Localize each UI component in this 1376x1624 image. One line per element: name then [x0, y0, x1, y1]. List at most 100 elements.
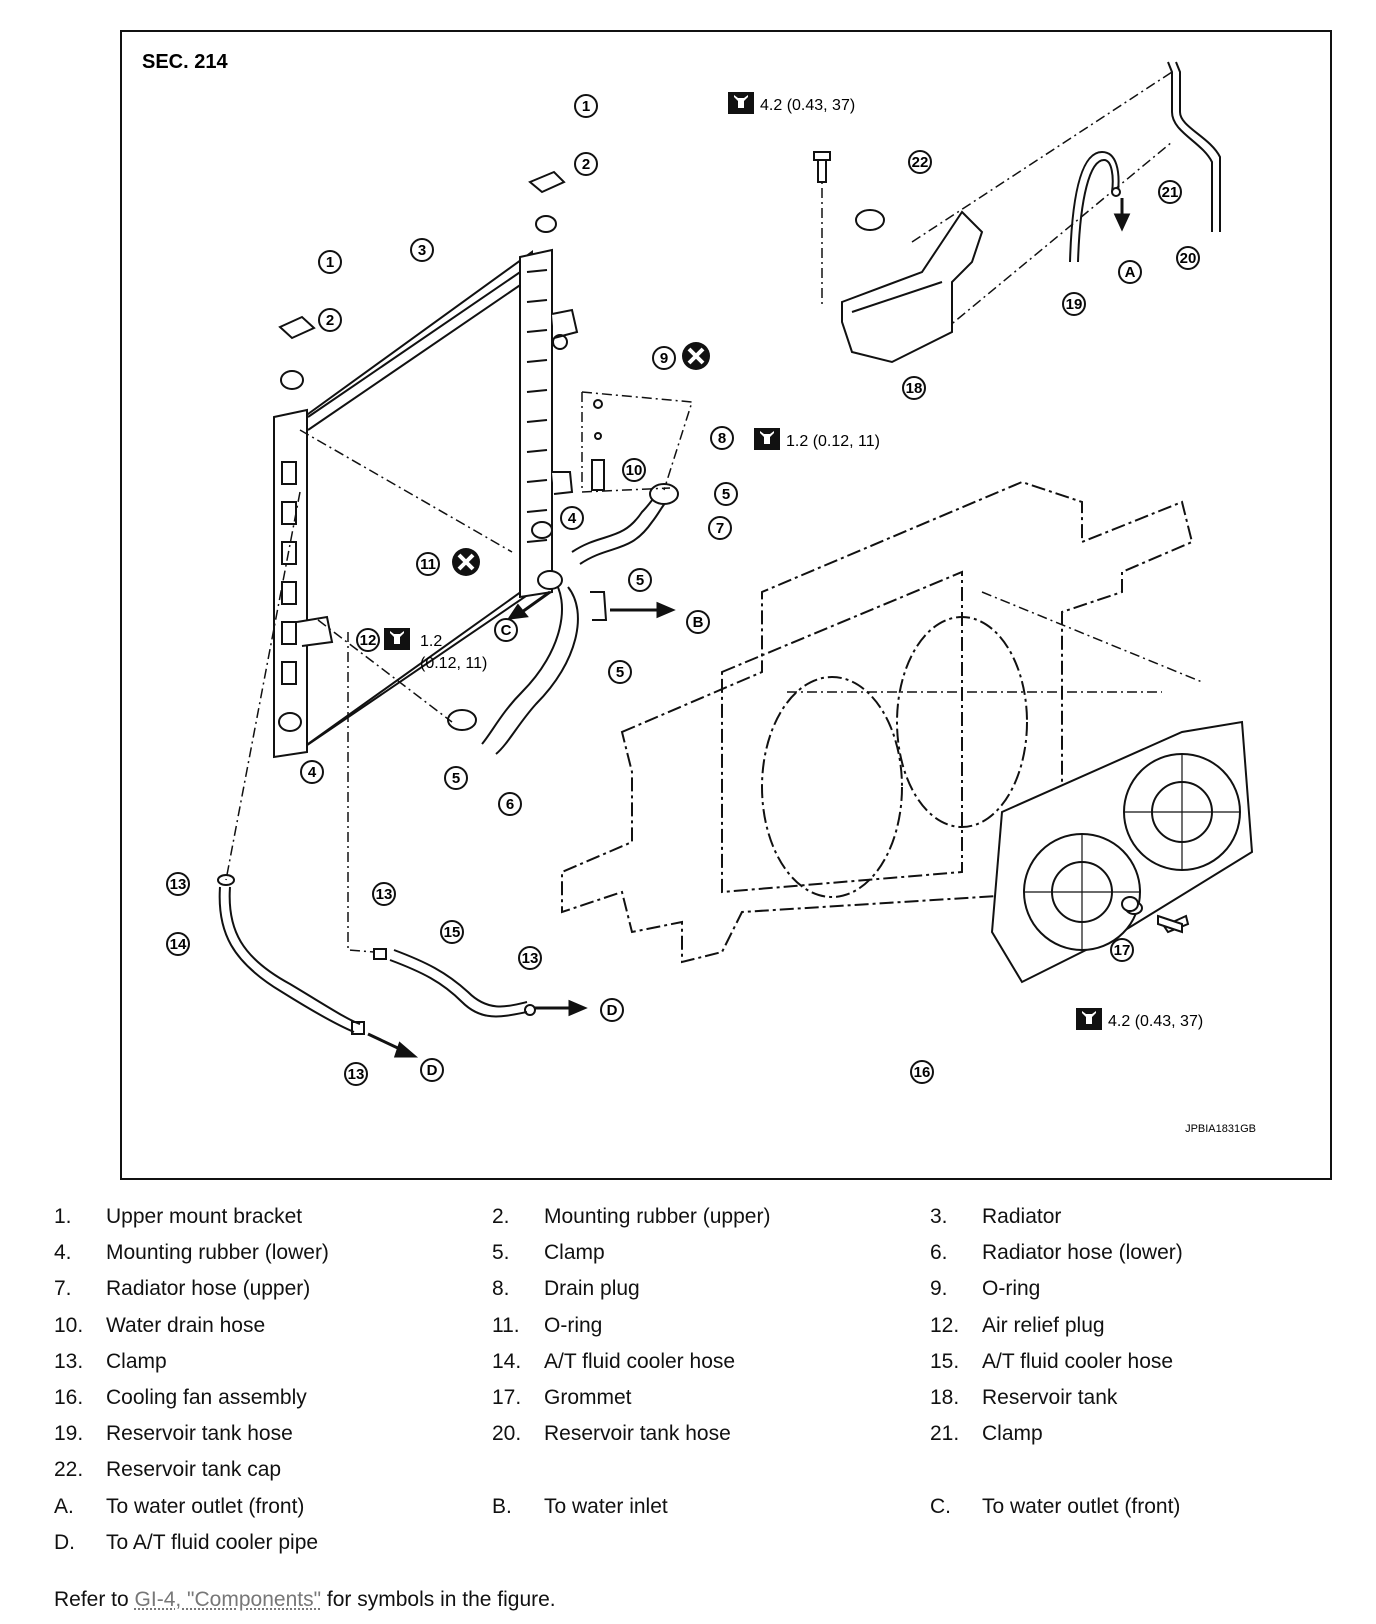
footer-suffix: for symbols in the figure.: [321, 1588, 556, 1611]
legend-item-number: 15.: [930, 1349, 960, 1373]
callout-C: C: [494, 618, 518, 642]
callout-5c: 5: [608, 660, 632, 684]
components-link[interactable]: GI-4, "Components": [134, 1588, 322, 1611]
leader-lines: [225, 71, 1203, 953]
svg-text:6: 6: [506, 796, 514, 813]
legend-item-number: 13.: [54, 1349, 84, 1373]
legend-item-number: 17.: [492, 1386, 522, 1409]
upper-brackets: [278, 170, 566, 732]
legend-item-number: 6.: [930, 1241, 948, 1265]
flow-arrows: [367, 198, 1131, 1058]
callout-22: 22: [908, 150, 932, 174]
svg-text:B: B: [693, 614, 704, 631]
legend-item-label: A/T fluid cooler hose: [544, 1349, 736, 1373]
svg-text:1.2 (0.12, 11): 1.2 (0.12, 11): [786, 433, 880, 450]
legend-item-number: 9.: [930, 1277, 948, 1301]
cooling-fan-assembly: [990, 720, 1254, 984]
svg-text:15: 15: [444, 924, 461, 941]
diagram-drawing: SEC. 214: [142, 51, 1256, 1135]
svg-text:4.2 (0.43, 37): 4.2 (0.43, 37): [1108, 1013, 1203, 1030]
torque-wrench-icon: [754, 428, 780, 450]
callout-21: 21: [1158, 180, 1182, 204]
not-reusable-icon: [680, 340, 712, 372]
callout-13c: 13: [518, 946, 542, 970]
legend-item-label: Mounting rubber (lower): [106, 1241, 329, 1265]
callout-2a: 2: [574, 152, 598, 176]
torque-wrench-icon: [728, 92, 754, 114]
svg-text:1: 1: [326, 254, 334, 271]
svg-text:10: 10: [626, 462, 643, 479]
svg-text:13: 13: [348, 1066, 365, 1083]
legend-item-number: 8.: [492, 1277, 510, 1301]
callout-A: A: [1118, 260, 1142, 284]
callout-3: 3: [410, 238, 434, 262]
callout-D1: D: [600, 998, 624, 1022]
svg-text:4: 4: [308, 764, 317, 781]
fan-bolts: [1121, 896, 1183, 934]
svg-text:7: 7: [716, 520, 724, 537]
legend-item-number: 14.: [492, 1349, 522, 1373]
callout-16: 16: [910, 1060, 934, 1084]
svg-text:13: 13: [522, 950, 539, 967]
callout-8: 8: [710, 426, 734, 450]
callout-11: 11: [416, 552, 440, 576]
legend-item-label: To water outlet (front): [982, 1494, 1181, 1518]
svg-text:3: 3: [418, 242, 426, 259]
svg-text:5: 5: [722, 486, 730, 503]
legend-item-number: 21.: [930, 1422, 960, 1446]
legend-item-label: To water outlet (front): [106, 1494, 305, 1518]
not-reusable-icon: [450, 546, 482, 578]
legend-item-label: Grommet: [544, 1386, 632, 1409]
callout-13b: 13: [372, 882, 396, 906]
legend-item-label: Reservoir tank cap: [106, 1458, 282, 1482]
svg-text:19: 19: [1066, 296, 1083, 313]
svg-text:1: 1: [582, 98, 590, 115]
svg-text:8: 8: [718, 430, 726, 447]
svg-text:17: 17: [1114, 942, 1131, 959]
svg-text:A: A: [1125, 264, 1136, 281]
svg-text:5: 5: [452, 770, 460, 787]
svg-text:D: D: [427, 1062, 438, 1079]
svg-text:D: D: [607, 1002, 618, 1019]
callout-1b: 1: [318, 250, 342, 274]
legend-item-number: 10.: [54, 1313, 84, 1337]
legend-item-label: Reservoir tank: [982, 1386, 1118, 1409]
legend-item-number: A.: [54, 1494, 74, 1518]
legend-item-label: O-ring: [982, 1277, 1041, 1301]
legend-item-label: Radiator hose (upper): [106, 1277, 311, 1301]
legend-item-number: 7.: [54, 1277, 72, 1301]
legend-item-label: Radiator hose (lower): [982, 1241, 1183, 1265]
section-label: SEC. 214: [142, 51, 228, 73]
svg-text:20: 20: [1180, 250, 1197, 267]
legend-item-number: B.: [492, 1494, 512, 1518]
torque-wrench-icon: [384, 628, 410, 650]
legend-item-number: 18.: [930, 1386, 960, 1409]
legend-item-number: 1.: [54, 1205, 72, 1228]
callout-12: 12: [356, 628, 380, 652]
legend-item-number: 2.: [492, 1205, 510, 1228]
legend-item-label: Mounting rubber (upper): [544, 1205, 771, 1228]
legend-item-number: 12.: [930, 1313, 960, 1337]
callout-17: 17: [1110, 938, 1134, 962]
legend-item-label: To A/T fluid cooler pipe: [106, 1530, 319, 1554]
legend-item-label: Drain plug: [544, 1277, 640, 1301]
legend-item-label: O-ring: [544, 1313, 603, 1337]
legend-item-label: Water drain hose: [106, 1313, 266, 1337]
torque-wrench-icon: [1076, 1008, 1102, 1030]
legend-item-label: Clamp: [544, 1241, 605, 1265]
svg-text:5: 5: [616, 664, 624, 681]
svg-text:4.2 (0.43, 37): 4.2 (0.43, 37): [760, 97, 855, 114]
svg-text:14: 14: [170, 936, 187, 953]
callout-5a: 5: [714, 482, 738, 506]
callout-6: 6: [498, 792, 522, 816]
callout-5d: 5: [444, 766, 468, 790]
legend-item-number: 19.: [54, 1422, 84, 1446]
svg-text:16: 16: [914, 1064, 931, 1081]
svg-text:11: 11: [420, 556, 436, 573]
legend-item-label: Reservoir tank hose: [106, 1422, 293, 1446]
svg-text:(0.12, 11): (0.12, 11): [420, 655, 487, 672]
legend-item-number: C.: [930, 1494, 951, 1518]
legend-item-number: 20.: [492, 1422, 522, 1446]
legend-item-number: 3.: [930, 1205, 948, 1228]
svg-text:4: 4: [568, 510, 577, 527]
